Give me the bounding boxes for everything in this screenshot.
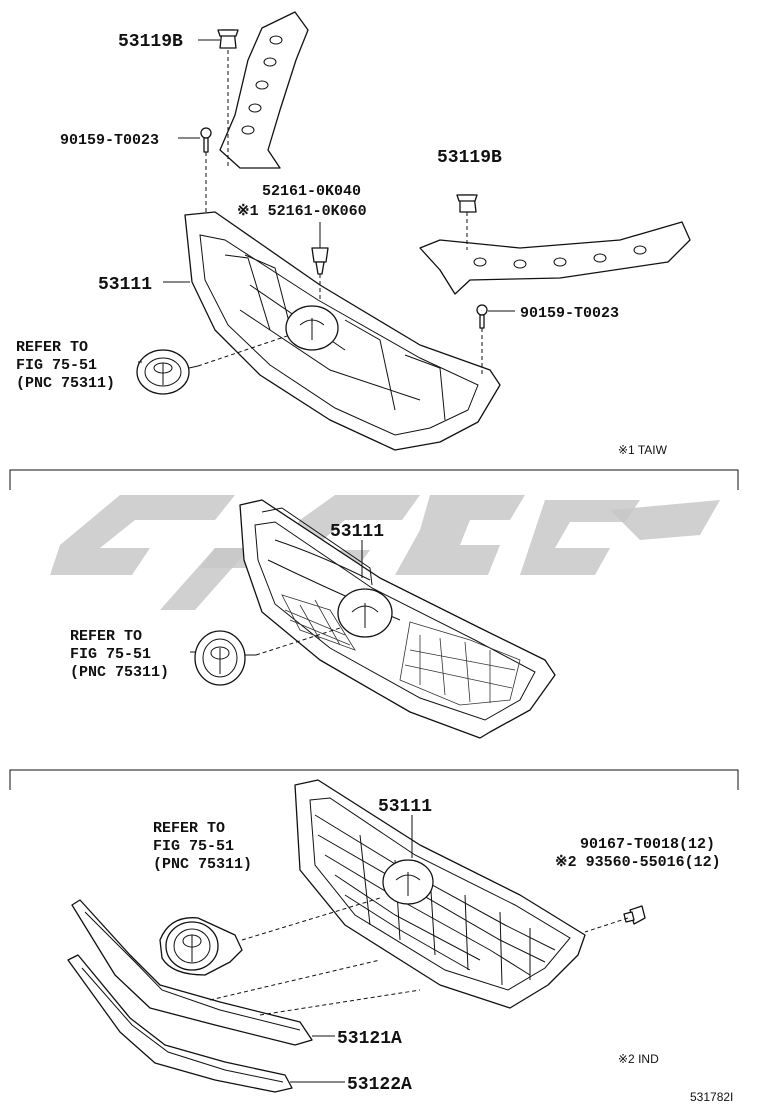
diagram-id: 531782I (690, 1090, 733, 1104)
clip-90167 (623, 905, 646, 925)
label-90167: 90167-T0018(12) (580, 836, 715, 853)
refer-c-line3: (PNC 75311) (153, 856, 252, 873)
label-53111-b: 53111 (330, 522, 384, 542)
upper-support-bracket-left (219, 11, 309, 169)
label-53119b-right: 53119B (437, 148, 502, 168)
refer-b-line1: REFER TO (70, 628, 142, 645)
note-ind: ※2 IND (618, 1052, 659, 1066)
label-52161-a: 52161-0K040 (262, 183, 361, 200)
label-53119b-top: 53119B (118, 32, 183, 52)
label-93560: ※2 93560-55016(12) (555, 854, 721, 871)
label-53121a: 53121A (337, 1029, 402, 1049)
section-divider-2 (9, 769, 739, 790)
clip-52161 (311, 247, 329, 275)
radiator-grille-53111-c (294, 779, 586, 1009)
moulding-53122a (67, 954, 293, 1093)
screw-90159-right (476, 304, 488, 329)
refer-b-line2: FIG 75-51 (70, 646, 151, 663)
radiator-grille-53111-b (239, 499, 556, 739)
moulding-53121a (71, 899, 313, 1046)
section1-leaders (138, 39, 515, 375)
clip-53119b-top (217, 29, 239, 49)
refer-b-line3: (PNC 75311) (70, 664, 169, 681)
screw-90159-left (200, 127, 212, 153)
label-52161-b: ※1 52161-0K060 (237, 203, 367, 220)
refer-a-line3: (PNC 75311) (16, 375, 115, 392)
refer-c-line2: FIG 75-51 (153, 838, 234, 855)
label-53122a: 53122A (347, 1075, 412, 1095)
label-53111-a: 53111 (98, 275, 152, 295)
section-divider-1 (9, 469, 739, 490)
radiator-grille-53111-a (184, 211, 501, 451)
clip-53119b-right (456, 194, 478, 213)
label-53111-c: 53111 (378, 797, 432, 817)
label-90159-left: 90159-T0023 (60, 132, 159, 149)
refer-a-line1: REFER TO (16, 339, 88, 356)
label-90159-right: 90159-T0023 (520, 305, 619, 322)
emblem-a (136, 349, 199, 395)
emblem-b (194, 630, 256, 686)
upper-support-bracket-right (419, 221, 691, 295)
section2-leaders (190, 540, 363, 656)
note-taiw: ※1 TAIW (618, 443, 668, 457)
refer-a-line2: FIG 75-51 (16, 357, 97, 374)
refer-c-line1: REFER TO (153, 820, 225, 837)
emblem-c (159, 917, 243, 976)
section3-leaders (209, 815, 629, 1083)
